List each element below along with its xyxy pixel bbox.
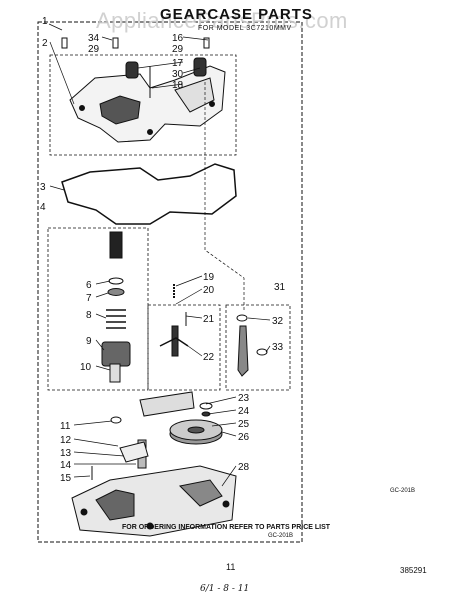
callout-22: 22 (203, 352, 215, 363)
main-gear-and-link (139, 391, 223, 445)
gasket (61, 163, 237, 225)
outer-frame (37, 21, 303, 543)
gearcase-base (71, 465, 237, 537)
callout-34: 34 (88, 33, 100, 44)
callout-12: 12 (60, 435, 72, 446)
callout-28: 28 (238, 462, 250, 473)
callout-8: 8 (86, 310, 92, 321)
callout-23: 23 (238, 393, 250, 404)
doc-number: 385291 (400, 566, 427, 575)
callout-14: 14 (60, 460, 72, 471)
ordering-note: FOR ORDERING INFORMATION REFER TO PARTS … (122, 524, 331, 531)
callout-25: 25 (238, 419, 250, 430)
callout-26: 26 (238, 432, 250, 443)
outer-code: GC-201B (390, 488, 416, 494)
watermark-text: AppliancePartsPros.com (96, 8, 348, 33)
callout-17: 17 (172, 58, 184, 69)
callout-32: 32 (272, 316, 284, 327)
callout-31: 31 (274, 282, 286, 293)
callout-18: 18 (172, 80, 184, 91)
callout-2: 2 (42, 38, 48, 49)
gear-assembly-box (47, 227, 149, 391)
screws (61, 37, 210, 98)
callout-21: 21 (203, 314, 215, 325)
callout-7: 7 (86, 293, 92, 304)
handwritten-note: 6/1 - 8 - 11 (200, 584, 250, 594)
callout-20: 20 (203, 285, 215, 296)
callout-33: 33 (272, 342, 284, 353)
callout-16: 16 (172, 33, 184, 44)
callout-3: 3 (40, 182, 46, 193)
leader-lines (48, 23, 271, 487)
bushings (125, 57, 207, 79)
callout-1: 1 (42, 16, 48, 27)
callout-15: 15 (60, 473, 72, 484)
cover-group-box (49, 54, 237, 156)
small-parts-left (91, 416, 149, 480)
gearcase-cover (69, 65, 226, 143)
callout-24: 24 (238, 406, 250, 417)
callout-4: 4 (40, 202, 46, 213)
page-subtitle: FOR MODEL 3C7210MMV (198, 25, 292, 32)
callout-10: 10 (80, 362, 92, 373)
callout-11: 11 (60, 421, 71, 432)
inner-code: GC-201B (268, 533, 293, 539)
callout-6: 6 (86, 280, 92, 291)
page-number: 11 (226, 562, 236, 572)
shift-fork-parts (159, 284, 189, 357)
callout-29-left: 29 (88, 44, 100, 55)
pinion-box (225, 304, 291, 391)
page-title: GEARCASE PARTS (160, 6, 313, 23)
callout-29-right: 29 (172, 44, 184, 55)
pinion-parts (236, 314, 268, 377)
callout-30: 30 (172, 69, 184, 80)
callout-13: 13 (60, 448, 72, 459)
shift-fork-box (147, 304, 221, 391)
gear-assembly-parts (101, 231, 131, 383)
guide-line (204, 82, 245, 312)
callout-19: 19 (203, 272, 215, 283)
callout-9: 9 (86, 336, 92, 347)
